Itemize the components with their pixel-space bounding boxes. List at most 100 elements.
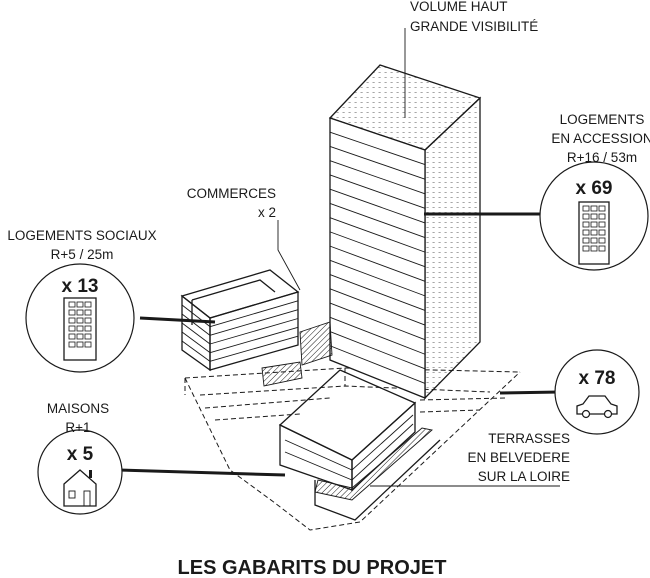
window-icon bbox=[84, 309, 92, 316]
window-icon bbox=[598, 205, 606, 212]
label-maisons: MAISONS R+1 bbox=[47, 401, 109, 435]
accession-line-3: R+16 / 53m bbox=[567, 150, 637, 165]
tower-floor-line bbox=[329, 131, 426, 166]
window-icon bbox=[84, 333, 92, 340]
tower-floor-line bbox=[329, 259, 426, 297]
social-floor-lines bbox=[181, 300, 299, 362]
window-icon bbox=[590, 221, 598, 228]
parking-badge: x 78 bbox=[554, 349, 640, 435]
window-icon bbox=[68, 341, 76, 348]
car-icon bbox=[576, 395, 618, 419]
social-floor-line bbox=[209, 335, 299, 362]
window-icon bbox=[582, 237, 590, 244]
social-count: x 13 bbox=[62, 276, 99, 297]
social-floor-line bbox=[181, 304, 211, 328]
window-icon bbox=[84, 325, 92, 332]
window-icon bbox=[68, 325, 76, 332]
house-icon bbox=[63, 469, 97, 507]
window-icon bbox=[76, 325, 84, 332]
maisons-line-2: R+1 bbox=[65, 420, 90, 435]
tower-floor-line bbox=[329, 231, 426, 268]
window-icon bbox=[598, 245, 606, 252]
window-icon bbox=[84, 301, 92, 308]
social-floor-line bbox=[181, 340, 211, 362]
tower-floor-line bbox=[329, 288, 426, 326]
social-floor-line bbox=[181, 313, 211, 336]
tower-floor-line bbox=[329, 146, 426, 180]
window-icon bbox=[84, 317, 92, 324]
social-floor-line bbox=[181, 331, 211, 354]
parking-count: x 78 bbox=[579, 368, 616, 389]
social-floor-line bbox=[209, 309, 299, 336]
building-icon bbox=[63, 297, 97, 361]
window-icon bbox=[76, 333, 84, 340]
window-icon bbox=[582, 205, 590, 212]
label-logements-accession: LOGEMENTS EN ACCESSION R+16 / 53m bbox=[551, 112, 650, 165]
site-ground-plane bbox=[184, 367, 521, 531]
window-icon bbox=[598, 229, 606, 236]
tower-floor-line bbox=[329, 245, 426, 282]
commerce-hatch bbox=[261, 321, 333, 387]
sociaux-line-1: LOGEMENTS SOCIAUX bbox=[7, 228, 156, 243]
window-icon bbox=[68, 333, 76, 340]
social-housing-block bbox=[180, 269, 300, 372]
accession-count: x 69 bbox=[576, 178, 613, 199]
terrasses-line-2: EN BELVEDERE bbox=[467, 450, 570, 465]
social-floor-line bbox=[209, 318, 299, 345]
label-logements-sociaux: LOGEMENTS SOCIAUX R+5 / 25m bbox=[7, 228, 156, 262]
window-icon bbox=[76, 301, 84, 308]
terrace-block bbox=[278, 369, 441, 521]
terrasses-line-3: SUR LA LOIRE bbox=[478, 469, 570, 484]
tower-floor-line bbox=[329, 302, 426, 341]
window-icon bbox=[598, 213, 606, 220]
tower-floor-line bbox=[329, 188, 426, 224]
social-badge: x 13 bbox=[25, 263, 135, 373]
commerces-line-1: COMMERCES bbox=[187, 186, 276, 201]
tower-floor-lines bbox=[329, 131, 426, 384]
diagram-title: LES GABARITS DU PROJET bbox=[178, 557, 447, 578]
social-floor-line bbox=[181, 322, 211, 345]
tower-floor-line bbox=[329, 217, 426, 253]
label-terrasses: TERRASSES EN BELVEDERE SUR LA LOIRE bbox=[467, 431, 570, 484]
accession-line-1: LOGEMENTS bbox=[560, 112, 645, 127]
volume-haut-line-2: GRANDE VISIBILITÉ bbox=[410, 19, 538, 34]
window-icon bbox=[582, 245, 590, 252]
window-icon bbox=[582, 221, 590, 228]
tower-floor-line bbox=[329, 202, 426, 238]
houses-badge: x 5 bbox=[37, 429, 123, 515]
window-icon bbox=[590, 229, 598, 236]
window-icon bbox=[76, 341, 84, 348]
tower-floor-line bbox=[329, 316, 426, 355]
window-icon bbox=[590, 245, 598, 252]
window-icon bbox=[582, 229, 590, 236]
sociaux-line-2: R+5 / 25m bbox=[51, 247, 114, 262]
window-icon bbox=[590, 237, 598, 244]
window-icon bbox=[598, 221, 606, 228]
volume-haut-line-1: VOLUME HAUT bbox=[410, 0, 508, 14]
social-floor-line bbox=[209, 300, 299, 328]
tower-floor-line bbox=[329, 345, 426, 384]
accession-badge: x 69 bbox=[539, 161, 649, 271]
window-icon bbox=[76, 317, 84, 324]
leader-lines bbox=[117, 28, 561, 487]
maisons-line-1: MAISONS bbox=[47, 401, 109, 416]
tower-floor-line bbox=[329, 174, 426, 209]
social-floor-line bbox=[209, 326, 299, 354]
commerces-line-2: x 2 bbox=[258, 205, 276, 220]
window-icon bbox=[68, 309, 76, 316]
window-icon bbox=[68, 317, 76, 324]
window-icon bbox=[76, 309, 84, 316]
window-icon bbox=[68, 301, 76, 308]
window-icon bbox=[590, 205, 598, 212]
tower-floor-line bbox=[329, 274, 426, 311]
window-icon bbox=[598, 237, 606, 244]
window-icon bbox=[84, 341, 92, 348]
tower-volume bbox=[328, 64, 482, 400]
label-volume-haut: VOLUME HAUT GRANDE VISIBILITÉ bbox=[410, 0, 538, 34]
tower-floor-line bbox=[329, 331, 426, 370]
building-icon bbox=[578, 201, 610, 265]
window-icon bbox=[582, 213, 590, 220]
terrasses-line-1: TERRASSES bbox=[488, 431, 570, 446]
tower-floor-line bbox=[329, 160, 426, 195]
